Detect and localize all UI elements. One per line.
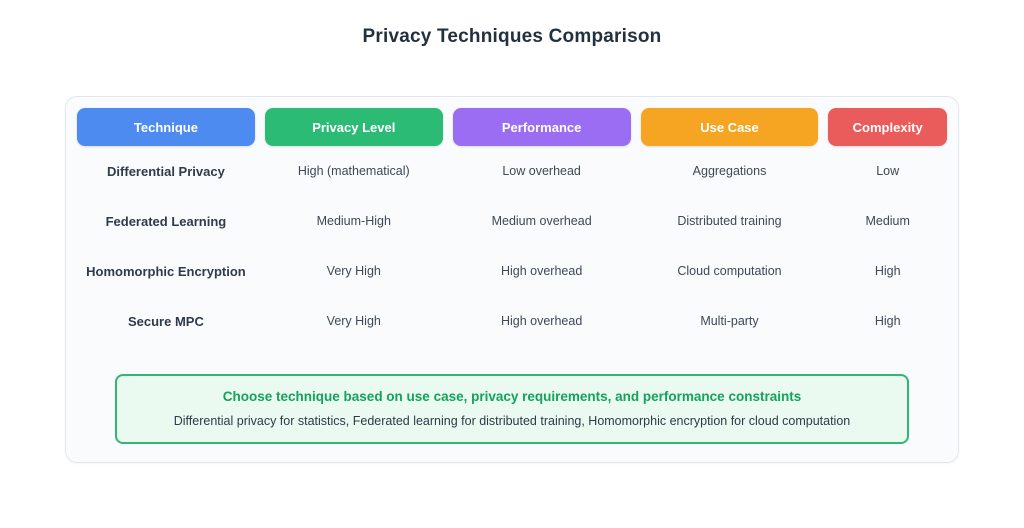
column-header-complexity: Complexity	[828, 108, 947, 146]
performance-value: High overhead	[500, 314, 583, 328]
privacy-level-value: Medium-High	[316, 214, 391, 228]
table-header-row: Technique Privacy Level Performance Use …	[77, 108, 947, 146]
performance-value: Low overhead	[502, 164, 581, 178]
use-case-value: Distributed training	[677, 214, 782, 228]
complexity-value: High	[874, 314, 901, 328]
note-headline: Choose technique based on use case, priv…	[222, 389, 802, 404]
complexity-value: Low	[876, 164, 900, 178]
use-case-value: Multi-party	[700, 314, 759, 328]
use-case-value: Aggregations	[692, 164, 767, 178]
complexity-value: High	[874, 264, 901, 278]
performance-value: Medium overhead	[491, 214, 592, 228]
privacy-level-value: High (mathematical)	[297, 164, 410, 178]
column-header-use-case: Use Case	[640, 108, 819, 146]
comparison-table-panel: Technique Privacy Level Performance Use …	[65, 96, 959, 463]
column-header-privacy-level: Privacy Level	[264, 108, 443, 146]
privacy-level-value: Very High	[326, 264, 381, 278]
technique-name: Secure MPC	[127, 313, 204, 329]
performance-value: High overhead	[500, 264, 583, 278]
column-header-technique: Technique	[77, 108, 255, 146]
table-row: Differential Privacy High (mathematical)…	[77, 146, 947, 196]
column-header-performance: Performance	[452, 108, 631, 146]
technique-name: Homomorphic Encryption	[86, 263, 246, 279]
recommendation-note: Choose technique based on use case, priv…	[115, 374, 909, 444]
privacy-level-value: Very High	[326, 314, 381, 328]
table-row: Federated Learning Medium-High Medium ov…	[77, 196, 947, 246]
use-case-value: Cloud computation	[677, 264, 782, 278]
note-detail: Differential privacy for statistics, Fed…	[173, 414, 851, 428]
complexity-value: Medium	[865, 214, 910, 228]
technique-name: Differential Privacy	[107, 163, 225, 179]
table-row: Secure MPC Very High High overhead Multi…	[77, 296, 947, 346]
page-title: Privacy Techniques Comparison	[362, 26, 662, 47]
table-row: Homomorphic Encryption Very High High ov…	[77, 246, 947, 296]
technique-name: Federated Learning	[105, 213, 227, 229]
